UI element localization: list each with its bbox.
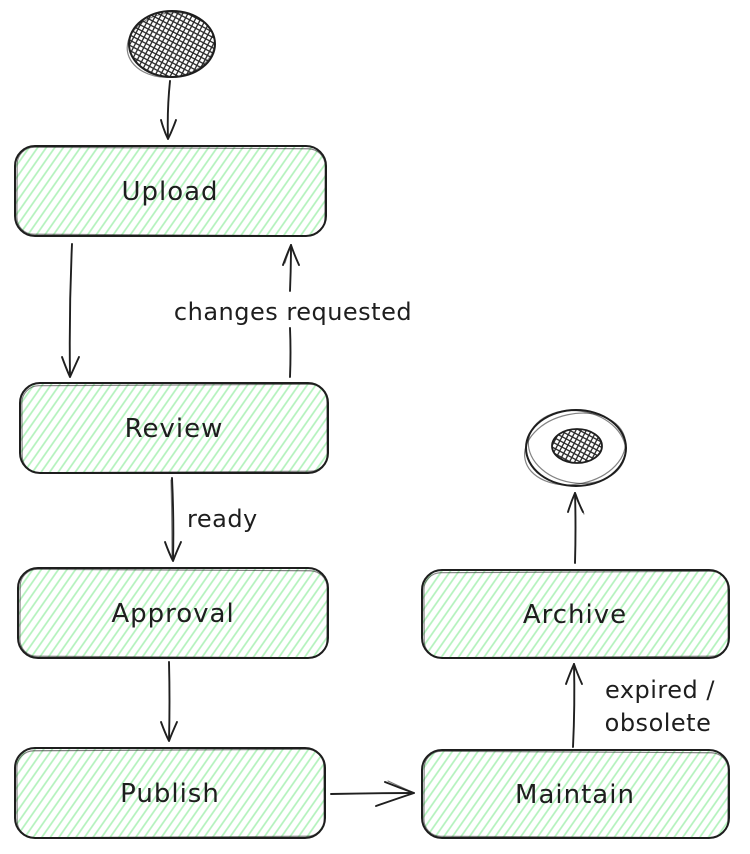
node-maintain: Maintain (421, 749, 730, 839)
edge-label-expired-line2: obsolete (605, 709, 712, 737)
node-archive-shape (421, 569, 730, 659)
edge-label-expired-line1: expired / (605, 676, 715, 704)
node-publish: Publish (14, 747, 326, 839)
node-publish-shape (14, 747, 326, 839)
edge-label-ready: ready (187, 505, 258, 533)
end-node-core (551, 428, 603, 464)
end-node (523, 409, 627, 487)
node-upload-label: Upload (121, 177, 218, 207)
edge-maintain-to-archive (565, 663, 583, 748)
node-upload: Upload (14, 145, 327, 237)
edge-approval-to-publish (160, 661, 178, 742)
node-maintain-shape (421, 749, 730, 839)
edge-review-to-approval (164, 477, 182, 562)
node-maintain-label: Maintain (515, 780, 635, 810)
edge-archive-to-end (567, 492, 585, 564)
node-archive-label: Archive (523, 600, 627, 630)
edge-start-to-upload (160, 80, 177, 140)
node-publish-label: Publish (120, 779, 220, 809)
node-archive: Archive (421, 569, 730, 659)
node-approval: Approval (17, 567, 329, 659)
node-review-shape (19, 382, 329, 474)
node-review-label: Review (125, 414, 224, 444)
edge-review-to-upload (282, 244, 300, 378)
start-node (126, 10, 216, 78)
node-review: Review (19, 382, 329, 474)
edge-label-changes-requested: changes requested (174, 298, 412, 326)
edge-publish-to-maintain (330, 780, 415, 807)
node-approval-shape (17, 567, 329, 659)
node-upload-shape (14, 145, 327, 237)
node-approval-label: Approval (111, 599, 234, 629)
edge-upload-to-review (61, 243, 80, 378)
